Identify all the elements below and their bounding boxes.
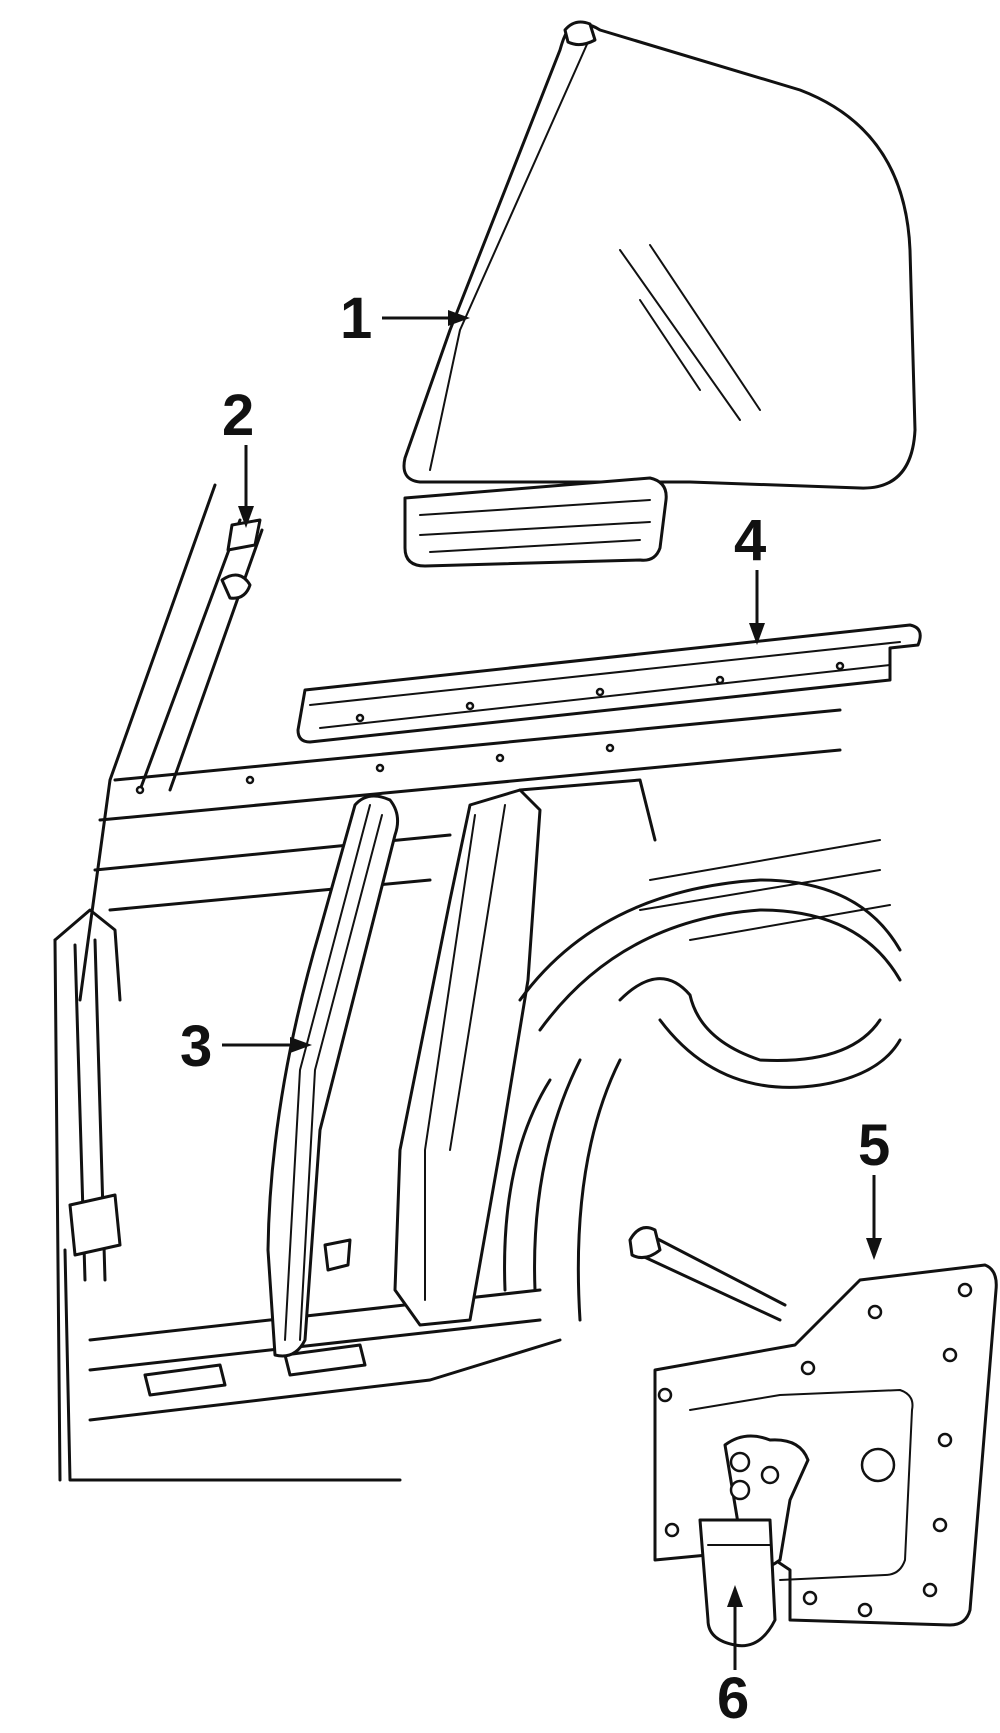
arrowhead-3 xyxy=(290,1037,312,1053)
callout-2: 2 xyxy=(222,383,254,528)
arrowhead-4 xyxy=(749,623,765,645)
part-2-run-channel[interactable] xyxy=(78,483,264,1002)
callout-number-3: 3 xyxy=(180,1014,212,1079)
callout-number-5: 5 xyxy=(858,1113,890,1178)
callout-5: 5 xyxy=(858,1113,890,1260)
callout-number-1: 1 xyxy=(340,286,372,351)
part-1-window-glass[interactable] xyxy=(402,20,917,568)
arrowhead-1 xyxy=(448,310,470,326)
part-5-regulator-plate[interactable] xyxy=(628,1226,998,1627)
callout-number-6: 6 xyxy=(717,1666,749,1731)
callout-number-4: 4 xyxy=(734,508,766,573)
part-6-regulator-motor[interactable] xyxy=(698,1434,810,1648)
part-3-rear-channel[interactable] xyxy=(266,794,400,1358)
arrowhead-5 xyxy=(866,1238,882,1260)
arrowhead-2 xyxy=(238,506,254,528)
callout-4: 4 xyxy=(734,508,766,645)
callout-number-2: 2 xyxy=(222,383,254,448)
callout-6: 6 xyxy=(717,1585,749,1731)
callout-3: 3 xyxy=(180,1014,312,1079)
part-4-belt-weatherstrip[interactable] xyxy=(296,623,922,744)
callout-1: 1 xyxy=(340,286,470,351)
arrowhead-6 xyxy=(727,1585,743,1607)
